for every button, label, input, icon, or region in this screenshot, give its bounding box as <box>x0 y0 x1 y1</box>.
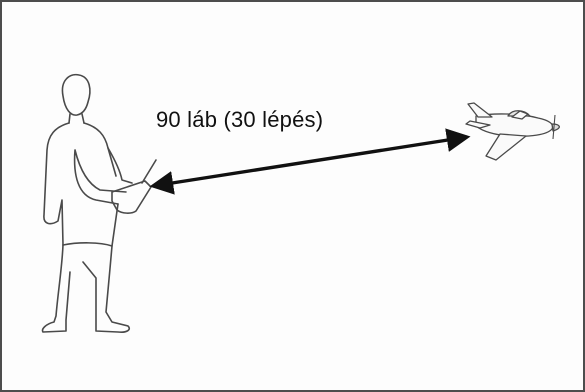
person-with-transmitter-icon <box>41 73 157 333</box>
person-torso <box>43 122 117 246</box>
person-leg-front <box>82 245 131 333</box>
double-arrow-icon <box>149 128 471 195</box>
airplane-tail <box>467 102 493 118</box>
distance-label: 90 láb (30 lépés) <box>156 107 324 132</box>
airplane-wing <box>485 133 527 161</box>
rc-airplane-icon <box>465 102 560 161</box>
person-arm-front <box>73 149 127 205</box>
person-leg-back <box>41 244 71 333</box>
person-head <box>61 73 91 116</box>
person-arm-back <box>107 147 133 184</box>
airplane-spinner <box>551 123 560 132</box>
